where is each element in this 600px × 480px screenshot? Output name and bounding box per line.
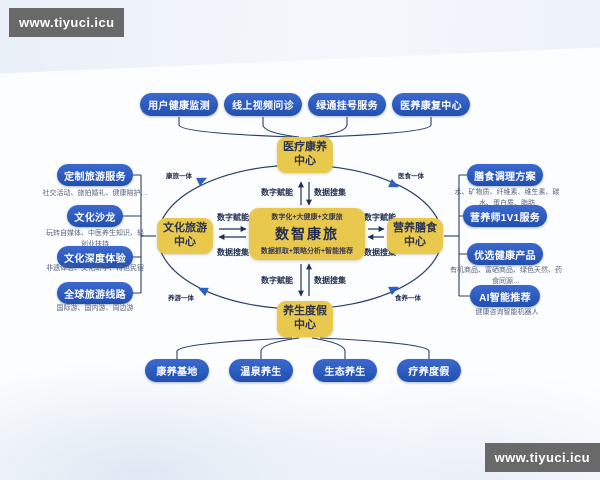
hub-title: 数智康旅 bbox=[275, 226, 339, 242]
flow-label-empower: 数字赋能 bbox=[217, 213, 249, 222]
culture-branch-item-note: 国际游、国内游、周边游 bbox=[56, 305, 134, 312]
nutrition-branch-item: 优选健康产品 bbox=[467, 243, 543, 265]
hub-bottom-line: 数据抓取+策略分析+智能推荐 bbox=[260, 248, 354, 255]
culture-branch-item-note: 社交活动、旅拍婚礼、健康陪护… bbox=[42, 190, 148, 197]
flow-label-empower: 数字赋能 bbox=[364, 213, 396, 222]
node-wellness-center: 养生度假中心 bbox=[277, 301, 333, 337]
hub-box: 数字化+大健康+文康旅 数智康旅 数据抓取+策略分析+智能推荐 bbox=[249, 208, 365, 260]
culture-branch-item-note: 非遗体验、文化研学、特色民宿 bbox=[46, 265, 144, 272]
medical-branch-item: 线上视频问诊 bbox=[224, 93, 302, 116]
flow-label-collect: 数据搜集 bbox=[364, 248, 396, 257]
medical-branch-item: 医养康复中心 bbox=[392, 93, 470, 116]
culture-branch-item: 文化深度体验 bbox=[57, 246, 133, 268]
ring-arrow-bottom-right bbox=[388, 286, 400, 296]
nutrition-branch-item: 膳食调理方案 bbox=[467, 164, 543, 186]
culture-branch-connectors bbox=[123, 174, 156, 294]
nutrition-branch-connectors bbox=[444, 174, 470, 297]
hub-top-line: 数字化+大健康+文康旅 bbox=[271, 214, 343, 221]
flow-label-collect: 数据搜集 bbox=[217, 248, 249, 257]
flow-label-empower: 数字赋能 bbox=[261, 276, 293, 285]
nutrition-branch-item: AI智能推荐 bbox=[470, 285, 540, 307]
watermark-bottom-right: www.tiyuci.icu bbox=[484, 443, 600, 472]
node-culture-center: 文化旅游中心 bbox=[157, 218, 213, 254]
node-medical-center: 医疗康养中心 bbox=[277, 137, 333, 173]
wellness-branch-item: 疗养度假 bbox=[397, 359, 461, 382]
flow-label-empower: 数字赋能 bbox=[261, 188, 293, 197]
medical-branch-connectors bbox=[178, 117, 432, 138]
culture-branch-item: 全球旅游线路 bbox=[57, 282, 133, 304]
ring-label-bottom-left: 养游一体 bbox=[168, 295, 194, 302]
watermark-top-left: www.tiyuci.icu bbox=[9, 8, 125, 37]
ring-arrow-top-right bbox=[388, 178, 400, 188]
wellness-branch-item: 生态养生 bbox=[313, 359, 377, 382]
ring-label-top-left: 康旅一体 bbox=[166, 173, 192, 180]
node-nutrition-center: 营养膳食中心 bbox=[387, 218, 443, 254]
nutrition-branch-item: 营养师1V1服务 bbox=[463, 205, 547, 227]
nutrition-branch-item-note: 有机商品、富硒商品、绿色天然、药食同源… bbox=[450, 267, 562, 285]
ring-arrow-top-left bbox=[196, 177, 208, 187]
flow-label-collect: 数据搜集 bbox=[314, 276, 346, 285]
ring-label-top-right: 医食一体 bbox=[398, 173, 424, 180]
wellness-branch-connectors bbox=[176, 337, 430, 359]
wellness-branch-item: 康养基地 bbox=[145, 359, 209, 382]
nutrition-branch-item-note: 水、矿物质、纤维素、维生素、碳水、蛋白质、脂肪 bbox=[454, 189, 560, 207]
medical-branch-item: 用户健康监测 bbox=[140, 93, 218, 116]
culture-branch-item-note: 玩转自媒体、中医养生知识、轻创业扶持 bbox=[46, 230, 144, 248]
ring-label-bottom-right: 食养一体 bbox=[395, 295, 421, 302]
culture-branch-item: 文化沙龙 bbox=[67, 205, 123, 227]
hub-exchange-arrows bbox=[218, 181, 385, 297]
wellness-branch-item: 温泉养生 bbox=[229, 359, 293, 382]
nutrition-branch-item-note: 健康咨询智能机器人 bbox=[475, 309, 539, 316]
flow-label-collect: 数据搜集 bbox=[314, 188, 346, 197]
medical-branch-item: 绿通挂号服务 bbox=[308, 93, 386, 116]
ring-arrow-bottom-left bbox=[197, 287, 209, 297]
culture-branch-item: 定制旅游服务 bbox=[57, 164, 133, 186]
